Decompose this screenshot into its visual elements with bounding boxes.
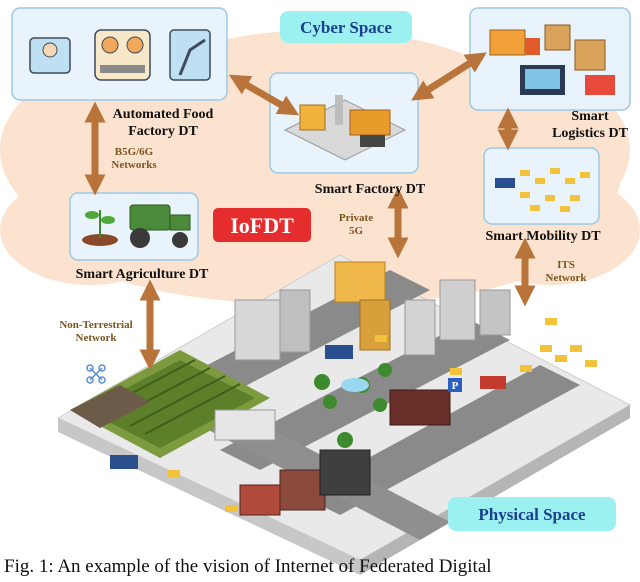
b5g-label-2: Networks [111,159,157,171]
mobility-label: Smart Mobility DT [485,229,601,244]
private-5g-label-2: 5G [349,225,364,237]
ntn-label-2: Network [76,332,118,344]
card-food-factory [12,8,227,100]
smart-factory-label: Smart Factory DT [315,182,426,197]
logistics-label-1: Smart [571,109,609,124]
food-factory-icon [30,30,210,80]
ntn-label-1: Non-Terrestrial [59,319,132,331]
its-label-2: Network [546,272,588,284]
food-factory-label-2: Factory DT [128,124,198,139]
parking-icon: P [452,380,459,392]
food-factory-label-1: Automated Food [113,107,214,122]
drone-icon [87,365,105,383]
iofdt-label: IoFDT [230,213,294,238]
agriculture-label: Smart Agriculture DT [76,267,209,282]
card-logistics [470,8,630,110]
logistics-label-2: Logistics DT [552,126,629,141]
b5g-label-1: B5G/6G [115,146,154,158]
figure-caption: Fig. 1: An example of the vision of Inte… [4,557,640,577]
physical-space-label: Physical Space [478,505,586,524]
its-label-1: ITS [557,259,575,271]
cyber-space-label: Cyber Space [300,18,392,37]
card-mobility [484,148,599,224]
card-smart-factory [270,73,418,173]
card-agriculture [70,193,198,260]
private-5g-label-1: Private [339,212,373,224]
